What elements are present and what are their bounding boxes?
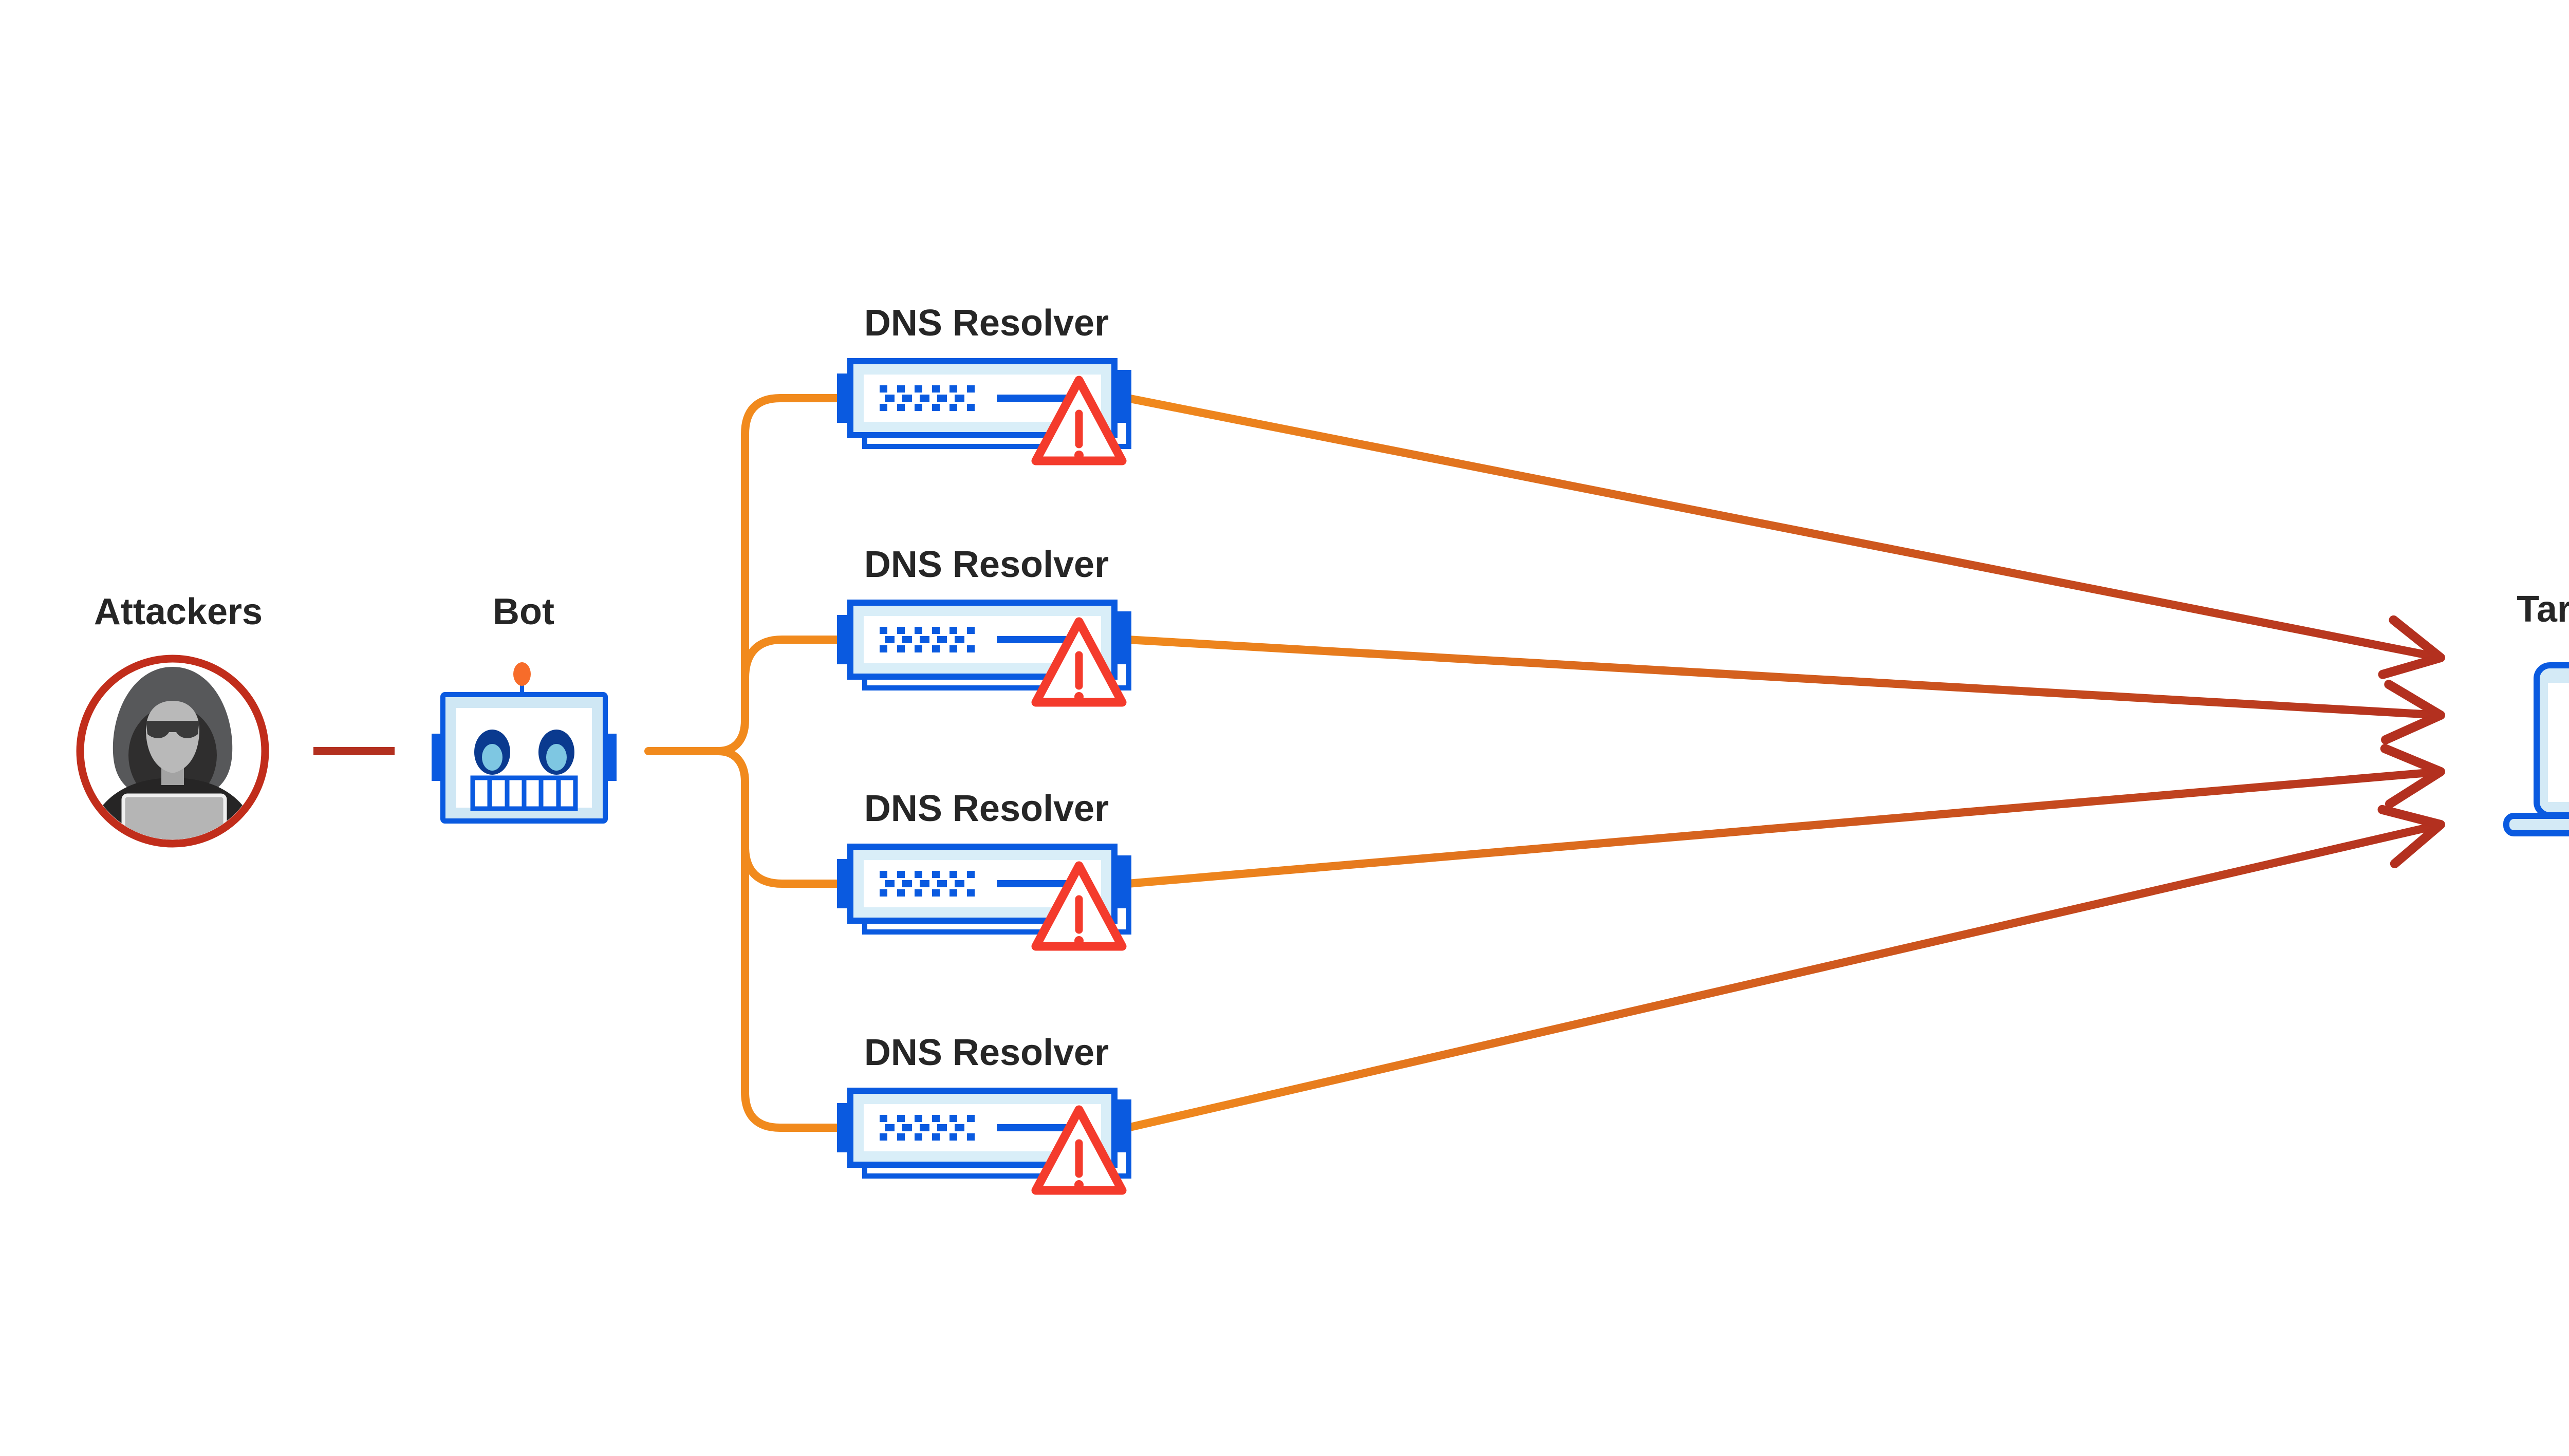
dns-resolver-icon-4: [837, 1091, 1129, 1190]
dns-resolver-label-1: DNS Resolver: [864, 303, 1109, 344]
dns-resolver-icon-1: [837, 361, 1129, 461]
resolver-victim-line-1: [1127, 394, 2442, 662]
laptop-screen: [2548, 683, 2569, 802]
bot-resolver-link-4: [714, 747, 852, 1132]
victim-label: Targeted Victim: [2517, 589, 2569, 630]
resolver-victim-line-4: [1127, 820, 2442, 1132]
attackers-label: Attackers: [94, 591, 263, 632]
bot-branch-links: [644, 394, 852, 1132]
bot-label: Bot: [493, 591, 554, 632]
bot-resolver-link-2: [741, 636, 852, 682]
dns-resolver-label-4: DNS Resolver: [864, 1032, 1109, 1073]
resolver-victim-links: [1127, 394, 2447, 1132]
bot-mouth: [470, 775, 578, 811]
bot-resolver-link-1: [714, 394, 852, 755]
resolver-victim-line-3: [1127, 768, 2441, 888]
resolver-victim-line-2: [1127, 636, 2441, 719]
bot-icon: [432, 662, 617, 824]
dns-resolver-icon-3: [837, 847, 1129, 946]
dns-resolver-label-2: DNS Resolver: [864, 544, 1109, 585]
attackers-icon: [76, 655, 269, 848]
bot-eyes: [474, 730, 574, 775]
bot-antenna-dot: [513, 662, 531, 686]
dns-resolver-label-3: DNS Resolver: [864, 788, 1109, 829]
laptop-base: [2503, 813, 2569, 836]
bot-resolver-link-3: [741, 843, 852, 888]
dns-resolver-icon-2: [837, 603, 1129, 702]
victim-laptop-icon: [2503, 662, 2569, 836]
